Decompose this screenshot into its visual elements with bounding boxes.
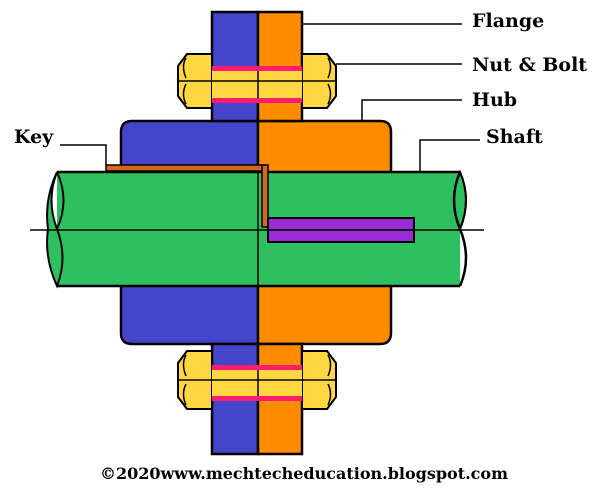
bolt-shank-top — [212, 66, 302, 102]
label-key: Key — [14, 126, 54, 148]
label-shaft: Shaft — [486, 126, 543, 148]
shaft-end-left — [46, 171, 64, 289]
bolt-line-top-upper — [212, 66, 302, 71]
label-nut-bolt: Nut & Bolt — [472, 54, 588, 76]
nut-bolt-top — [177, 53, 337, 109]
bolt-line-bottom-lower — [212, 396, 302, 401]
key — [105, 164, 265, 172]
key-vertical — [261, 164, 269, 228]
bolt-shank-bottom — [212, 365, 302, 400]
nut-bolt-bottom — [177, 350, 337, 410]
bolt-line-top-lower — [212, 98, 302, 103]
leader-key — [60, 144, 107, 165]
bolt-line-bottom-upper — [212, 365, 302, 370]
label-hub: Hub — [472, 89, 518, 111]
leader-shaft — [419, 139, 480, 172]
label-flange: Flange — [472, 10, 545, 32]
copyright-credit: ©2020www.mechtecheducation.blogspot.com — [100, 464, 508, 483]
leader-hub — [361, 99, 462, 121]
